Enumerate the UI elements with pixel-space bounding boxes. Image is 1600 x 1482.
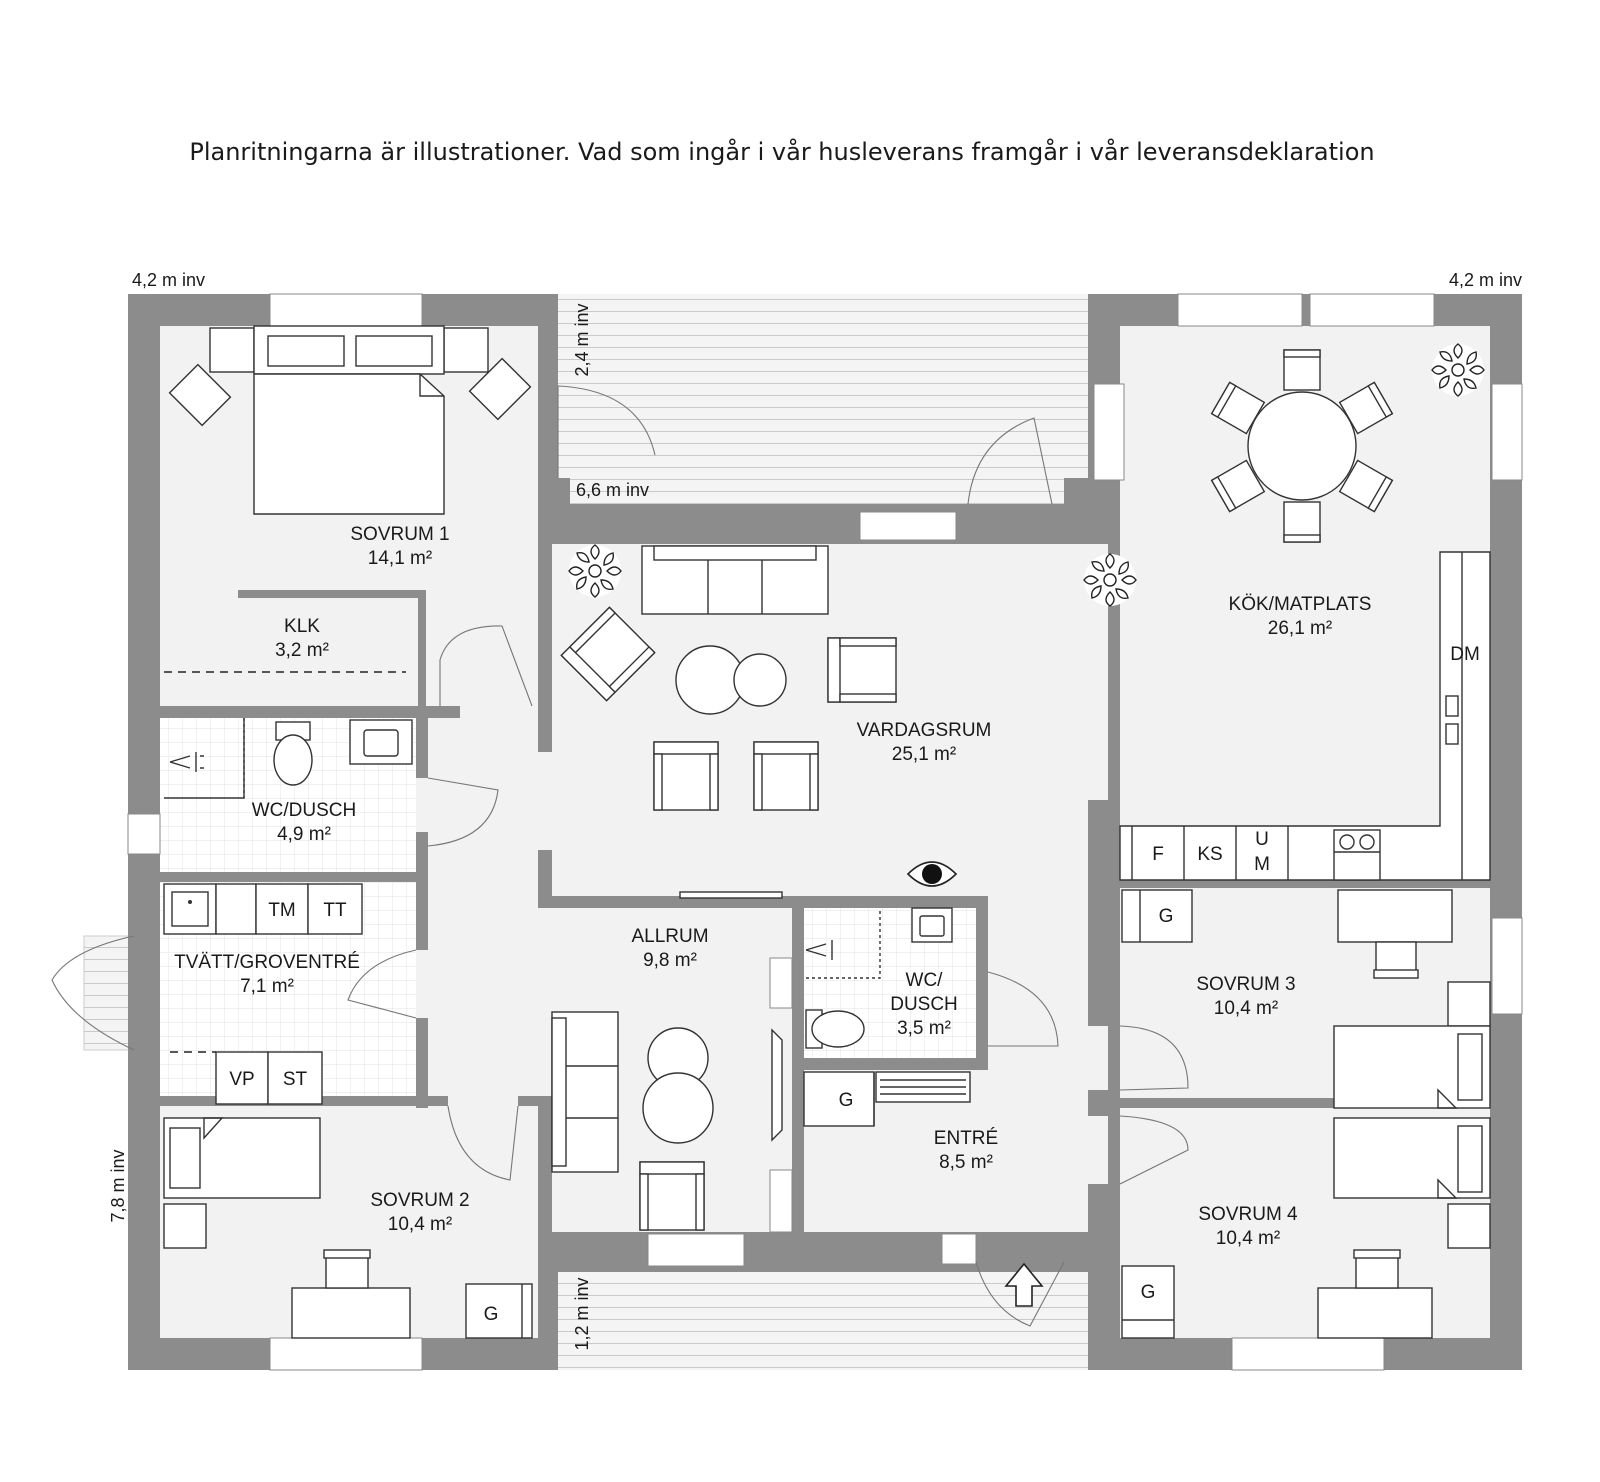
- room-name-tvatt: TVÄTT/GROVENTRÉ: [174, 952, 360, 973]
- armchair: [653, 741, 719, 811]
- kitchen-counter: [1119, 551, 1491, 881]
- interior-walls: [160, 478, 1490, 1354]
- dimension-deck-top-vertical: 2,4 m inv: [572, 303, 592, 376]
- drying-cabinet-label: TT: [323, 900, 347, 921]
- sofa-vardagsrum: [641, 545, 829, 615]
- side-table: [642, 1072, 714, 1144]
- room-name-entre: ENTRÉ: [934, 1128, 998, 1149]
- deck-top: [558, 294, 1088, 504]
- bedside-chair-right: [468, 357, 532, 421]
- desk-sovrum-4: [1317, 1249, 1433, 1339]
- shoe-bench: [875, 1071, 971, 1103]
- wardrobe-entre: [803, 1071, 875, 1127]
- bedside-chair-left: [168, 363, 232, 427]
- wardrobe-sovrum-2: [465, 1283, 533, 1339]
- room-area-sovrum-1: 14,1 m²: [368, 548, 432, 569]
- coffee-table: [733, 653, 787, 707]
- room-area-kok: 26,1 m²: [1268, 618, 1332, 639]
- wardrobe-sovrum-3: [1121, 889, 1193, 943]
- room-name-sovrum-4: SOVRUM 4: [1198, 1204, 1298, 1225]
- dishwasher-label: DM: [1450, 644, 1480, 665]
- room-name-wc-dusch-2-line-1: WC/: [906, 970, 944, 991]
- dimension-top-left: 4,2 m inv: [132, 270, 205, 290]
- bed-sovrum-3: [1333, 981, 1491, 1109]
- room-name-allrum: ALLRUM: [631, 926, 708, 947]
- laundry-fixtures: [163, 883, 363, 1105]
- oven-label-m: M: [1254, 854, 1270, 875]
- fireplace-icon: [906, 861, 958, 887]
- dimension-deck-bottom-vertical: 1,2 m inv: [572, 1277, 592, 1350]
- room-name-vardagsrum: VARDAGSRUM: [857, 720, 992, 741]
- storage-label: ST: [283, 1069, 308, 1090]
- deck-side-entry: [83, 935, 135, 1051]
- heat-pump-label: VP: [229, 1069, 254, 1090]
- wc-dusch-2-fixtures: [805, 907, 953, 1049]
- room-labels: SOVRUM 1 14,1 m² KLK 3,2 m² WC/DUSCH 4,9…: [174, 524, 1371, 1249]
- sofa-allrum: [551, 1011, 619, 1173]
- room-area-sovrum-3: 10,4 m²: [1214, 998, 1278, 1019]
- room-name-sovrum-3: SOVRUM 3: [1196, 974, 1295, 995]
- fridge-freezer-label: KS: [1197, 844, 1222, 865]
- plant-icon: [1083, 553, 1137, 607]
- room-area-klk: 3,2 m²: [275, 640, 329, 661]
- armchair: [753, 741, 819, 811]
- wardrobe-g-label: G: [1159, 906, 1174, 927]
- wc-dusch-1-fixtures: [164, 718, 413, 799]
- room-area-allrum: 9,8 m²: [643, 950, 697, 971]
- wardrobe-g-label: G: [839, 1090, 854, 1111]
- dimension-labels: 4,2 m inv 4,2 m inv 2,4 m inv 6,6 m inv …: [108, 270, 1522, 1351]
- room-name-sovrum-2: SOVRUM 2: [370, 1190, 469, 1211]
- door-swings: [51, 385, 1189, 1327]
- plant-icon: [1431, 343, 1485, 397]
- shelf: [679, 891, 783, 899]
- desk-sovrum-3: [1337, 889, 1453, 979]
- dimension-deck-top-horizontal: 6,6 m inv: [576, 480, 649, 500]
- room-name-klk: KLK: [284, 616, 320, 637]
- double-bed: [209, 325, 489, 515]
- bed-sovrum-4: [1333, 1117, 1491, 1249]
- wardrobe-sovrum-4: [1121, 1265, 1175, 1339]
- plant-icon: [568, 544, 622, 598]
- tumble-dryer-label: TM: [268, 900, 295, 921]
- deck-bottom: [558, 1262, 1088, 1370]
- room-name-kok: KÖK/MATPLATS: [1229, 594, 1372, 615]
- room-area-sovrum-4: 10,4 m²: [1216, 1228, 1280, 1249]
- room-area-entre: 8,5 m²: [939, 1152, 993, 1173]
- oven-label-u: U: [1255, 829, 1269, 850]
- room-area-wc-dusch-2: 3,5 m²: [897, 1018, 951, 1039]
- dimension-top-right: 4,2 m inv: [1449, 270, 1522, 290]
- room-area-vardagsrum: 25,1 m²: [892, 744, 956, 765]
- entrance-arrow-icon: [1004, 1262, 1044, 1307]
- room-name-wc-dusch-2-line-2: DUSCH: [890, 994, 958, 1015]
- desk-sovrum-2: [291, 1249, 411, 1339]
- dining-table: [1247, 391, 1357, 501]
- windows: [127, 293, 1523, 1371]
- disclaimer-caption: Planritningarna är illustrationer. Vad s…: [189, 137, 1374, 166]
- dimension-left-vertical: 7,8 m inv: [108, 1149, 128, 1222]
- fridge-label: F: [1152, 844, 1164, 865]
- room-area-wc-dusch-1: 4,9 m²: [277, 824, 331, 845]
- room-name-wc-dusch-1: WC/DUSCH: [252, 800, 357, 821]
- armchair: [639, 1161, 705, 1231]
- room-name-sovrum-1: SOVRUM 1: [350, 524, 449, 545]
- armchair: [827, 637, 897, 703]
- room-area-tvatt: 7,1 m²: [240, 976, 294, 997]
- bed-sovrum-2: [163, 1117, 321, 1249]
- wardrobe-g-label: G: [484, 1304, 499, 1325]
- tv-unit: [771, 1028, 783, 1142]
- wardrobe-g-label: G: [1141, 1282, 1156, 1303]
- room-area-sovrum-2: 10,4 m²: [388, 1214, 452, 1235]
